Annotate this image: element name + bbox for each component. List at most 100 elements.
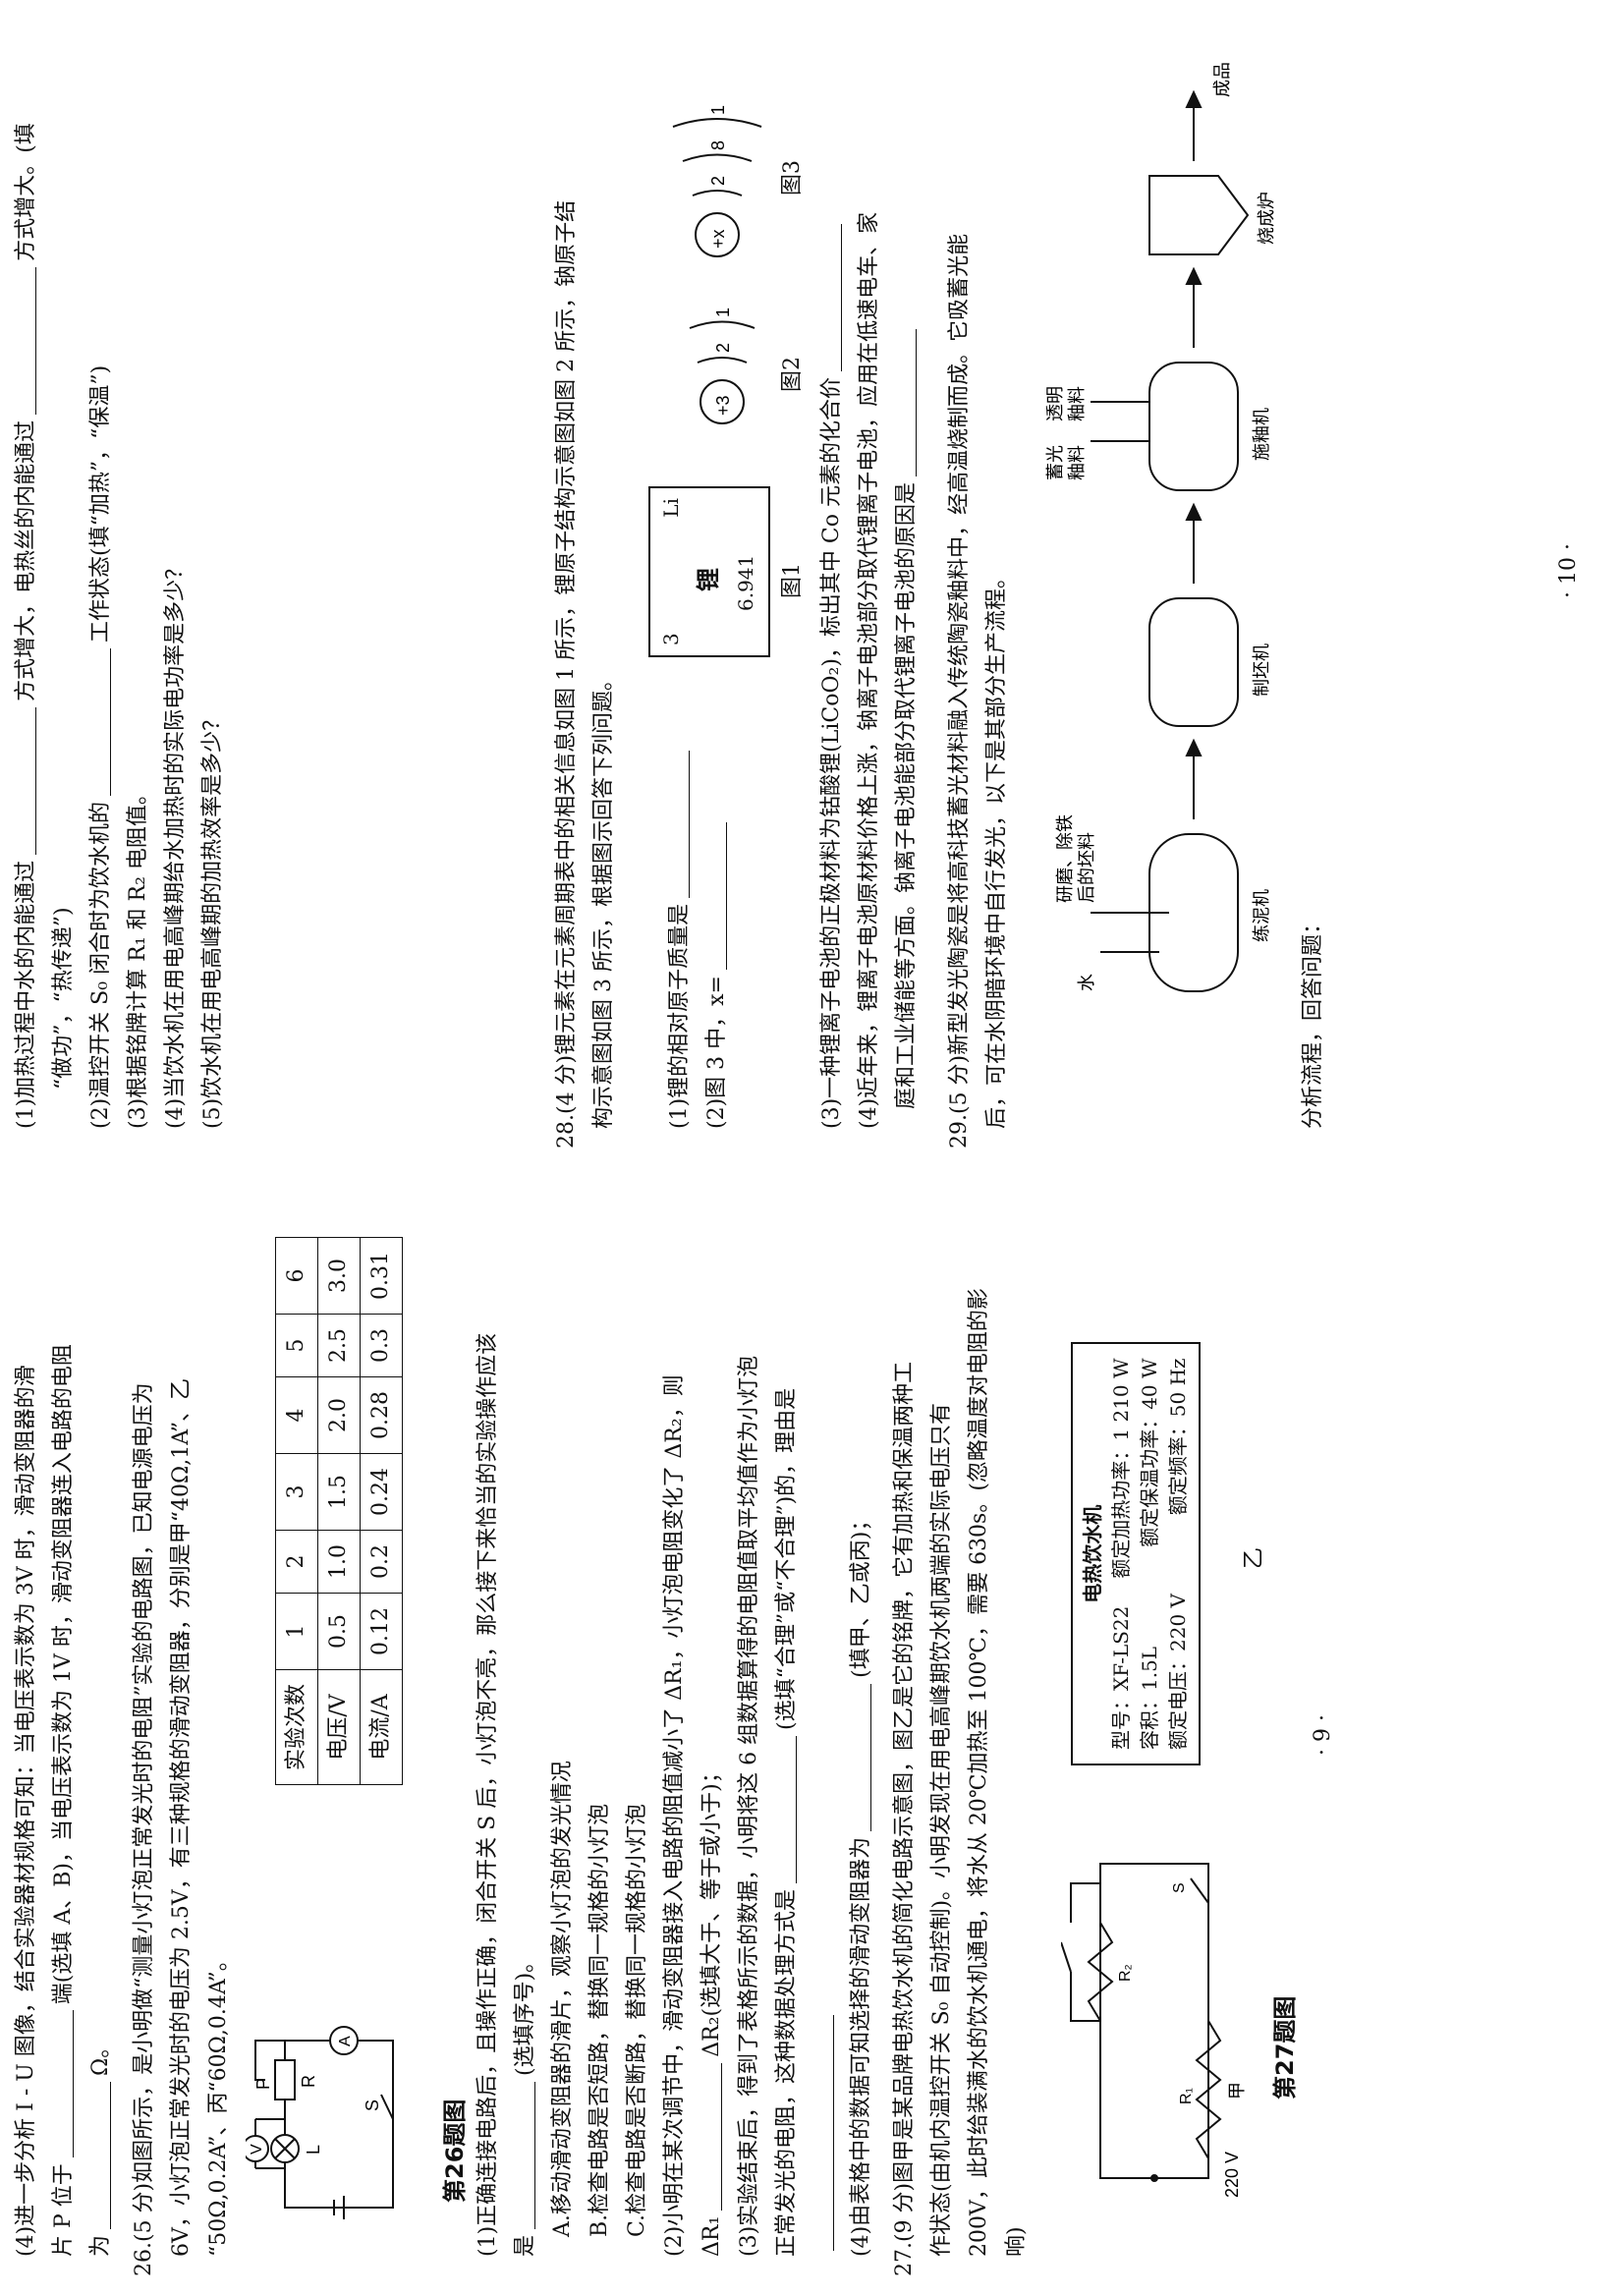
q25-4-line2b: 端(选填 A、B)，当电压表示数为 1V 时，滑动变阻器连入电路的电阻 [51, 1344, 76, 2005]
nameplate-capacity: 容积：1.5L [1138, 1646, 1161, 1750]
q26-1b: 是 [513, 2234, 537, 2257]
table-header-cell: 电压/V [317, 1669, 361, 1785]
q27-2a: (2)温控开关 S₀ 闭合时为饮水机的 [88, 801, 113, 1129]
table-header-cell: 电流/A [360, 1669, 403, 1785]
table-cell: 6 [275, 1237, 318, 1315]
q26-circuit-diagram: V A L S P R [246, 2026, 394, 2219]
fig3-label: 图3 [780, 160, 805, 196]
q26-1-line2: 是(选填序号)。 [509, 1951, 542, 2257]
nameplate-heat-power: 额定加热功率：1 210 W [1109, 1358, 1133, 1579]
table-cell: 0.28 [360, 1376, 403, 1454]
q28-head1: 28.(4 分)锂元素在元素周期表中的相关信息如图 1 所示，锂原子结构示意图如… [554, 199, 579, 1148]
q27-figure-caption: 第27题图 [1271, 1995, 1299, 2100]
q26-3-line1: (3)实验结束后，得到了表格所示的数据，小明将这 6 组数据算得的电阻值取平均值… [737, 1355, 761, 2257]
flow-machine-1: 练泥机 [1252, 889, 1272, 942]
answer-blank [667, 750, 690, 898]
q26-r-label: R [299, 2075, 318, 2088]
q28-2-line: (2)图 3 中，x= [700, 816, 734, 1129]
q25-4-line3b: Ω。 [88, 2036, 113, 2076]
q27-1c: 方式增大。(填 [14, 123, 38, 261]
q27-voltage-label: 220 V [1222, 2152, 1242, 2198]
q28-1-line: (1)锂的相对原子质量是 [663, 745, 697, 1129]
q26-4a: (4)由表格中的数据可知选择的滑动变阻器为 [849, 1836, 873, 2257]
q25-4-line2a: 片 P 位于 [51, 2163, 76, 2257]
flow-input-raw-2: 后的坯料 [1077, 832, 1097, 903]
q27-r2-label: R₂ [1117, 1964, 1134, 1982]
q29-head1: 29.(5 分)新型发光陶瓷是将高科技蓄光材料融入传统陶瓷釉料中，经高温烧制而成… [947, 233, 972, 1148]
q25-4-line3: 为Ω。 [84, 2037, 118, 2257]
q26-2c: ΔR₂(选填大于、等于或小于)； [700, 1762, 724, 2057]
q28-4b: 庭和工业储能等方面。钠离子电池能部分取代锂离子电池的原因是 [894, 481, 919, 1109]
na-shell-2: 8 [708, 140, 728, 150]
answer-blank [51, 2010, 74, 2158]
q26-4b: (填甲、乙或丙)； [849, 1509, 873, 1678]
answer-blank [774, 1735, 797, 1883]
q26-3-line3 [808, 2009, 841, 2257]
q26-data-table: 实验次数 1 2 3 4 5 6 电压/V 0.5 1.0 1.5 2.0 2.… [275, 1237, 403, 1785]
answer-blank [704, 822, 727, 970]
answer-blank [700, 2062, 722, 2211]
table-cell: 3 [275, 1453, 318, 1531]
page-number-10: · 10 · [1556, 543, 1581, 598]
na-shell-1: 2 [708, 176, 728, 186]
q29-head2: 后，可在水阴暗环境中自行发光，以下是其部分生产流程。 [984, 566, 1009, 1129]
q29-tail: 分析流程，回答问题： [1301, 912, 1325, 1129]
q25-4-line1: (4)进一步分析 I - U 图像，结合实验器材规格可知：当电压表示数为 3V … [14, 1365, 38, 2257]
q28-4-line1: (4)近年来，锂离子电池原材料价格上涨，钠离子电池部分取代锂离子电池，应用在低速… [857, 211, 881, 1129]
q26-l-label: L [304, 2145, 323, 2155]
na-nucleus-charge: +x [708, 229, 728, 249]
element-name: 锂 [694, 568, 722, 591]
q27-4-line: (4)当饮水机在用电高峰期给水加热时的实际电功率是多少？ [163, 557, 188, 1129]
table-cell: 1.0 [317, 1530, 361, 1594]
q27-circuit-diagram: R₁ R₂ S S₀ 220 V 甲 [1061, 1863, 1247, 2198]
q27-head2: 作状态(由机内温控开关 S₀ 自动控制)。小明发现在用电高峰期饮水机两端的实际电… [929, 1402, 954, 2257]
q26-a-label: A [337, 2036, 354, 2046]
q26-3b: 正常发光的电阻，这种数据处理方式是 [774, 1888, 799, 2257]
q27-yi-label: 乙 [1242, 1546, 1266, 1569]
q26-s-label: S [363, 2100, 382, 2111]
q27-1-line1: (1)加热过程中水的内能通过方式增大，电热丝的内能通过方式增大。(填 [10, 123, 43, 1129]
q26-option-a: A.移动滑动变阻器的滑片，观察小灯泡的发光情况 [550, 1761, 575, 2237]
q27-3-line: (3)根据铭牌计算 R₁ 和 R₂ 电阻值。 [126, 783, 150, 1129]
answer-blank [14, 706, 36, 855]
answer-blank [88, 647, 111, 796]
nameplate-voltage: 额定电压：220 V [1166, 1594, 1190, 1750]
li-shell-1: 2 [713, 343, 733, 353]
q26-option-b: B.检查电路是否短路，替换同一规格的小灯泡 [588, 1803, 612, 2237]
q26-head3: “50Ω,0.2A”、丙“60Ω,0.4A”。 [206, 1949, 231, 2257]
table-cell: 0.2 [360, 1530, 403, 1594]
q26-3-line2: 正常发光的电阻，这种数据处理方式是(选填“合理”或“不合理”)的，理由是 [770, 1388, 804, 2257]
table-cell: 0.3 [360, 1314, 403, 1377]
atomic-number: 3 [659, 633, 683, 645]
flow-input-water: 水 [1077, 974, 1097, 991]
q26-p-label: P [253, 2078, 273, 2090]
q27-2b: 工作状态(填“加热”，“保温”) [88, 364, 113, 643]
lithium-atom-diagram: +3 2 1 [689, 308, 756, 424]
table-cell: 5 [275, 1314, 318, 1377]
table-cell: 0.31 [360, 1237, 403, 1315]
table-cell: 2.5 [317, 1314, 361, 1377]
q28-4-line2: 庭和工业储能等方面。钠离子电池能部分取代锂离子电池的原因是 [890, 323, 923, 1109]
q26-2-line1: (2)小明在某次调节中，滑动变阻器接入电路的阻值减小了 ΔR₁，小灯泡电阻变化了… [662, 1374, 687, 2257]
exam-page-10: (1)加热过程中水的内能通过方式增大，电热丝的内能通过方式增大。(填 “做功”，… [10, 62, 1581, 1148]
flow-machine-3: 施釉机 [1252, 408, 1272, 461]
fig2-label: 图2 [780, 357, 805, 392]
q26-2-line2: ΔR₁ΔR₂(选填大于、等于或小于)； [696, 1762, 729, 2257]
table-row: 实验次数 1 2 3 4 5 6 [275, 1237, 318, 1785]
q27-s0-label: S₀ [1061, 1935, 1063, 1952]
q27-s-label: S [1171, 1882, 1188, 1893]
answer-blank [819, 224, 842, 372]
flow-machine-4: 烧成炉 [1257, 192, 1277, 245]
page-number-9: · 9 · [1311, 1714, 1335, 1756]
q27-1b: 方式增大，电热丝的内能通过 [14, 420, 38, 701]
flow-input-raw-1: 研磨、除铁 [1055, 814, 1076, 903]
element-symbol: Li [659, 498, 683, 518]
fig1-label: 图1 [780, 563, 805, 598]
q27-5-line: (5)饮水机在用电高峰期的加热效率是多少？ [200, 708, 225, 1129]
sodium-atom-diagram: +x 2 8 1 [672, 105, 762, 257]
li-nucleus-charge: +3 [713, 395, 733, 416]
